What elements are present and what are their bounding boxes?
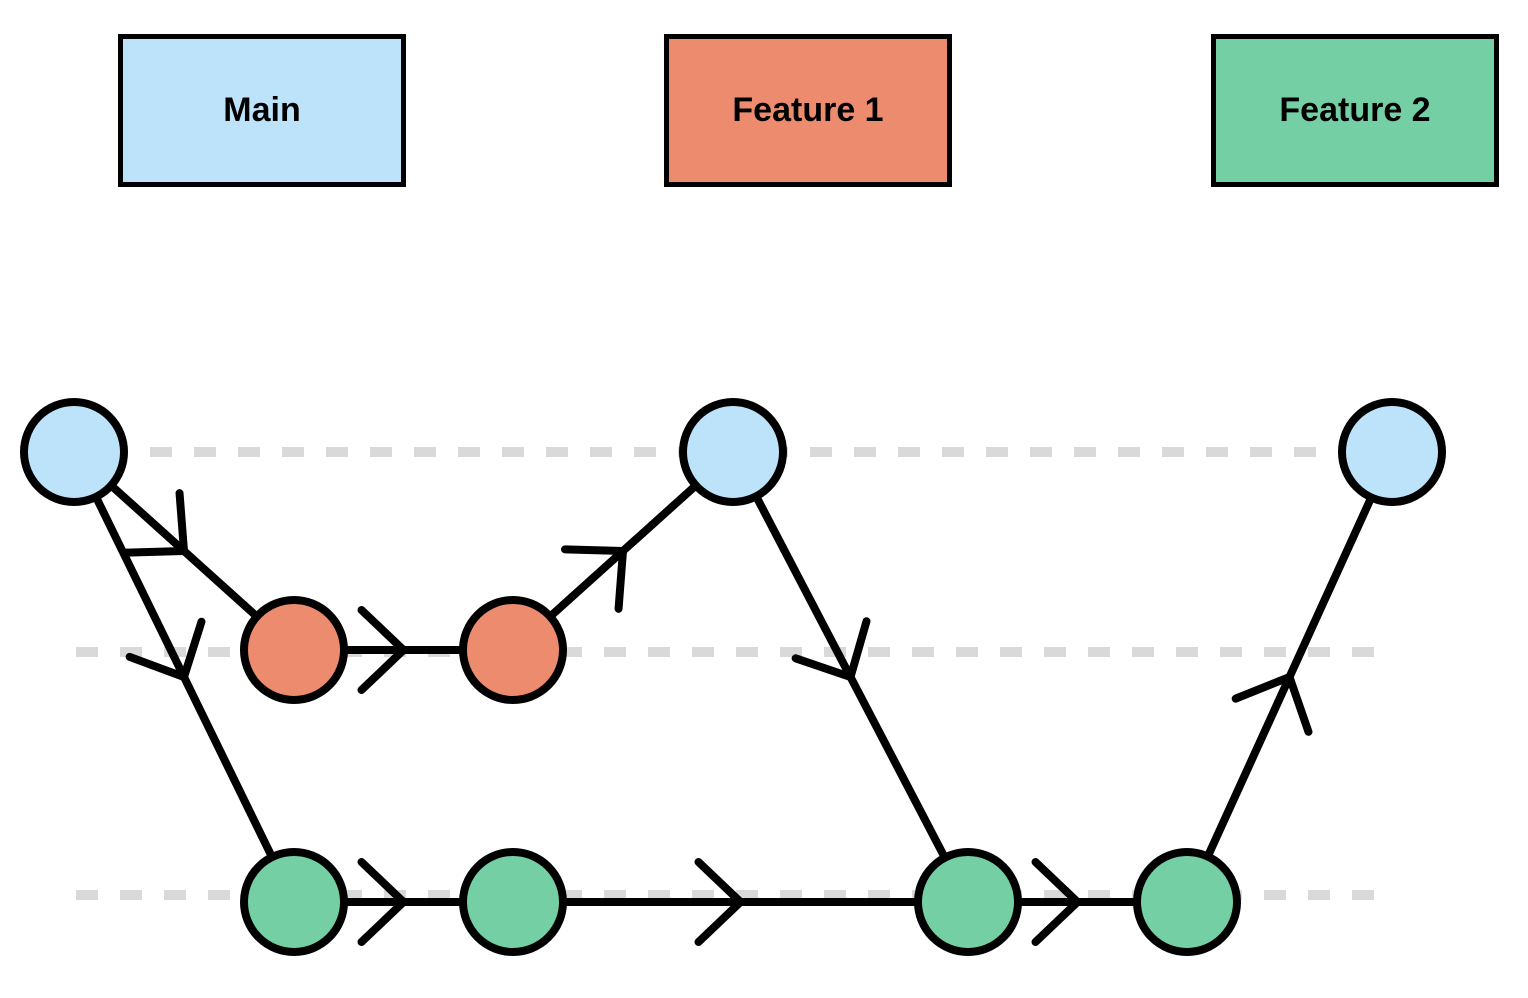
arrow-chevron-icon <box>1031 858 1084 946</box>
edge-m1-f2a <box>70 448 298 906</box>
commit-node-feature2 <box>1133 848 1241 956</box>
commit-node-main <box>20 398 128 506</box>
arrow-chevron-icon <box>791 617 871 683</box>
legend-feature1-box: Feature 1 <box>664 34 952 187</box>
commit-node-feature2 <box>914 848 1022 956</box>
commit-node-feature2 <box>240 848 348 956</box>
commit-node-feature1 <box>459 596 567 704</box>
arrow-chevron-icon <box>694 858 747 946</box>
commit-node-feature1 <box>240 596 348 704</box>
legend-main-label: Main <box>223 91 301 129</box>
arrow-chevron-icon <box>357 858 410 946</box>
legend-feature1-label: Feature 1 <box>732 91 884 129</box>
arrow-chevron-icon <box>1231 671 1313 736</box>
edge-f2b-f2c <box>509 858 972 946</box>
commit-nodes <box>20 398 1446 956</box>
commit-node-feature2 <box>459 848 567 956</box>
edge-m2-f2c <box>729 448 972 906</box>
legend-feature2-box: Feature 2 <box>1211 34 1499 187</box>
commit-node-main <box>1338 398 1446 506</box>
legend-main-box: Main <box>118 34 406 187</box>
commit-node-main <box>679 398 787 506</box>
arrow-chevron-icon <box>561 545 628 613</box>
arrow-chevron-icon <box>357 606 410 694</box>
arrow-chevron-icon <box>122 489 189 557</box>
legend-feature2-label: Feature 2 <box>1279 91 1431 129</box>
edge-f2d-m3 <box>1183 448 1396 906</box>
arrow-chevron-icon <box>125 617 206 683</box>
